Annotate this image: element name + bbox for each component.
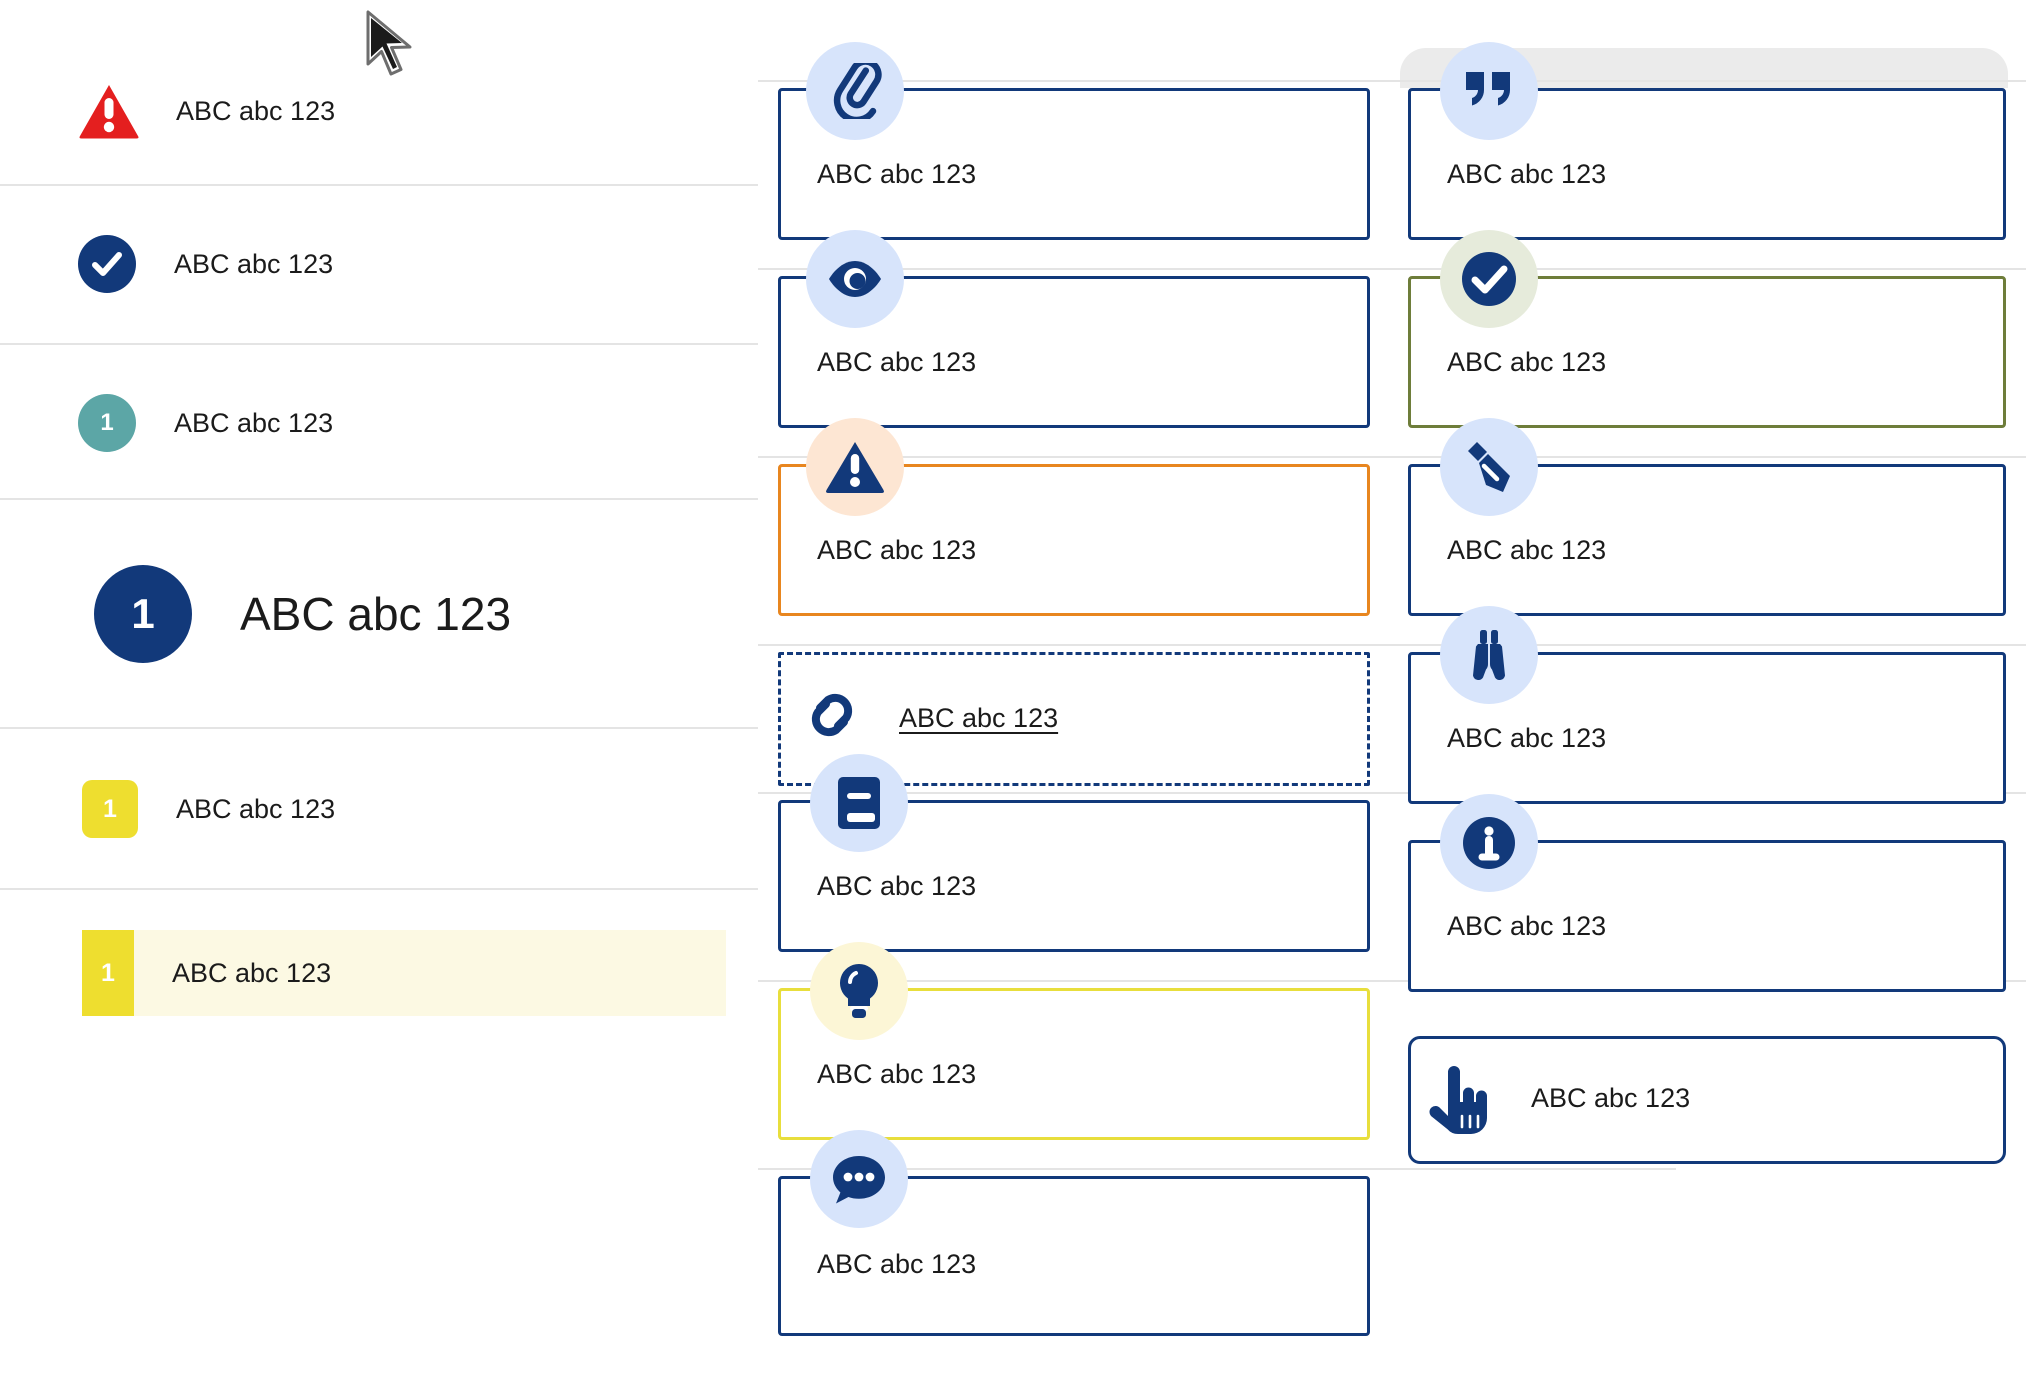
check-circle-icon <box>78 235 136 293</box>
card-label: ABC abc 123 <box>1447 911 1607 941</box>
pencil-icon <box>1440 418 1538 516</box>
lightbulb-icon <box>810 942 908 1040</box>
warning-triangle-icon <box>78 83 140 139</box>
card-label: ABC abc 123 <box>817 535 977 565</box>
sidebar-divider <box>0 498 758 500</box>
number-badge-teal-icon: 1 <box>78 394 136 452</box>
sidebar-divider <box>0 343 758 345</box>
paperclip-icon <box>806 42 904 140</box>
sidebar-item-label: ABC abc 123 <box>176 95 336 126</box>
binoculars-icon <box>1440 606 1538 704</box>
sidebar-divider <box>0 727 758 729</box>
sidebar-item-selected[interactable]: 1 ABC abc 123 <box>82 930 726 1016</box>
sidebar-item-3[interactable]: 1 ABC abc 123 <box>0 500 758 728</box>
sidebar-item-0[interactable]: ABC abc 123 <box>0 40 758 182</box>
card-label: ABC abc 123 <box>817 1249 977 1279</box>
number-badge-yellow-icon: 1 <box>82 780 138 838</box>
sidebar-item-2[interactable]: 1 ABC abc 123 <box>0 345 758 501</box>
eye-icon <box>806 230 904 328</box>
column-divider <box>758 792 2026 794</box>
sidebar-item-label: ABC abc 123 <box>240 588 512 640</box>
info-circle-icon <box>1440 794 1538 892</box>
book-icon <box>810 754 908 852</box>
column-divider <box>758 1168 1676 1170</box>
card-label: ABC abc 123 <box>817 871 977 901</box>
column-divider <box>758 268 2026 270</box>
column-divider <box>758 80 2026 82</box>
card-label: ABC abc 123 <box>1447 535 1607 565</box>
pointing-hand-icon <box>1428 1066 1490 1136</box>
sidebar-item-label: ABC abc 123 <box>174 248 334 279</box>
column-divider <box>758 980 2026 982</box>
sidebar: ABC abc 123 ABC abc 123 1 ABC abc 123 <box>0 0 758 1392</box>
card-label: ABC abc 123 <box>1531 1083 1691 1113</box>
check-circle-icon <box>1440 230 1538 328</box>
badge-value: 1 <box>131 590 155 637</box>
mouse-pointer-icon <box>364 10 418 82</box>
link-icon <box>800 684 864 746</box>
sidebar-item-1[interactable]: ABC abc 123 <box>0 186 758 342</box>
sidebar-item-label: ABC abc 123 <box>172 957 332 988</box>
number-badge-navy-large-icon: 1 <box>94 565 192 663</box>
card-label[interactable]: ABC abc 123 <box>899 703 1059 733</box>
badge-value: 1 <box>101 958 115 987</box>
card-label: ABC abc 123 <box>817 1059 977 1089</box>
card-label: ABC abc 123 <box>1447 159 1607 189</box>
card-label: ABC abc 123 <box>1447 347 1607 377</box>
sidebar-item-label: ABC abc 123 <box>174 407 334 438</box>
column-divider <box>758 456 2026 458</box>
sidebar-item-label: ABC abc 123 <box>176 793 336 824</box>
card-label: ABC abc 123 <box>817 159 977 189</box>
badge-value: 1 <box>103 794 117 823</box>
card-label: ABC abc 123 <box>1447 723 1607 753</box>
quote-icon <box>1440 42 1538 140</box>
sidebar-divider <box>0 888 758 890</box>
sidebar-divider <box>0 184 758 186</box>
warning-triangle-icon <box>806 418 904 516</box>
card-label: ABC abc 123 <box>817 347 977 377</box>
sidebar-item-4[interactable]: 1 ABC abc 123 <box>0 729 758 889</box>
badge-value: 1 <box>100 409 114 436</box>
selected-badge: 1 <box>82 930 134 1016</box>
column-divider <box>758 644 2026 646</box>
card-pointing-hand[interactable]: ABC abc 123 <box>1408 1036 2006 1164</box>
comment-dots-icon <box>810 1130 908 1228</box>
